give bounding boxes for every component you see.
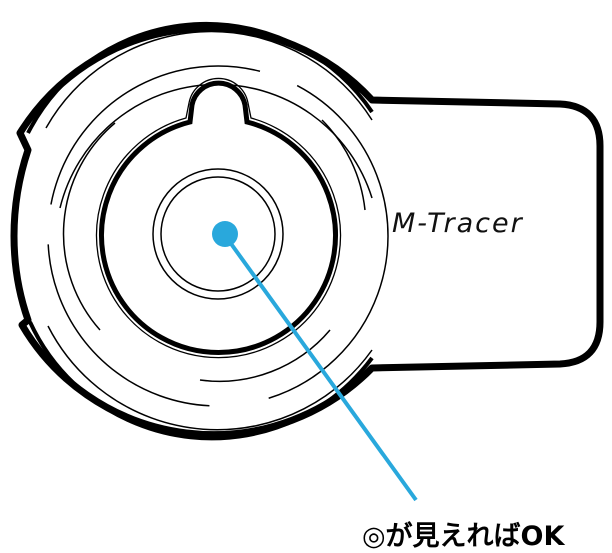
sensor-window-outer: [152, 168, 284, 300]
device-rim: [26, 21, 374, 134]
caption-text: ◎が見えればOK: [362, 521, 565, 552]
brand-label: M-Tracer: [392, 208, 524, 239]
sensor-window-inner: [160, 176, 276, 292]
device-outer-outline: [10, 24, 604, 439]
indicator-dot: [212, 221, 238, 247]
indicator-leader-line: [222, 232, 418, 502]
keyhole-outline: [99, 80, 338, 355]
